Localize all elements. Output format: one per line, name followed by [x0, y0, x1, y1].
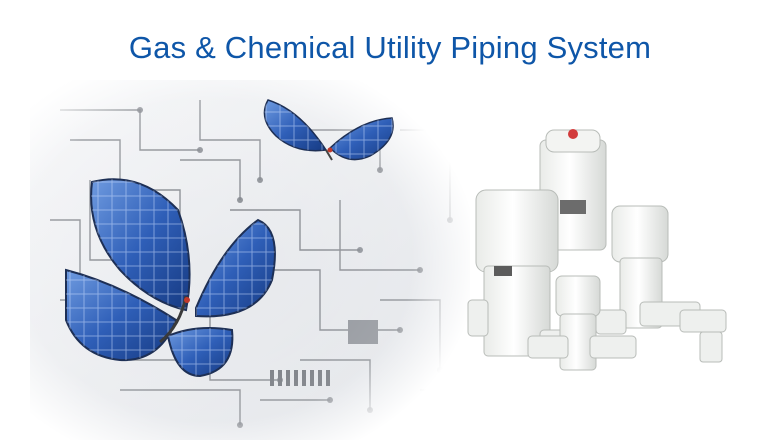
banner-title: Gas & Chemical Utility Piping System: [128, 30, 652, 65]
pfa-valve-small: [527, 275, 637, 371]
banner-illustration: [30, 80, 727, 440]
pfa-valve-group: [467, 129, 727, 371]
solar-butterfly-large: [65, 178, 276, 378]
solar-butterfly-small: [263, 99, 394, 161]
